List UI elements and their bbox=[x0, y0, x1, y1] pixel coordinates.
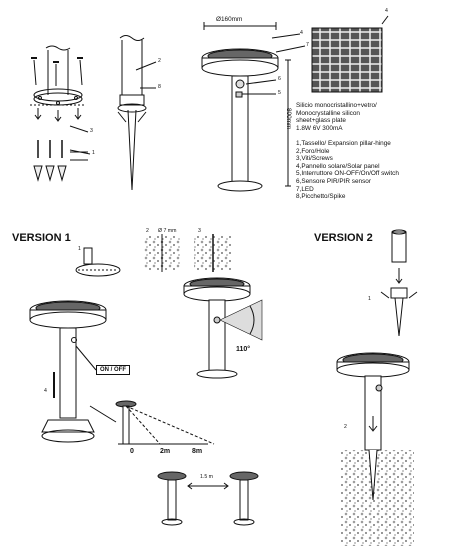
screw-parts bbox=[33, 140, 88, 182]
leader-lines bbox=[69, 15, 389, 155]
v1-lamp-pir-angle bbox=[183, 277, 263, 379]
screws-top bbox=[31, 57, 83, 86]
v2-top-lamp bbox=[391, 229, 407, 284]
anchor-arrows bbox=[30, 104, 86, 122]
pir-angle-label: 110° bbox=[236, 346, 251, 353]
v1-spacing-lamps bbox=[157, 471, 259, 526]
v1-anchor-drawing bbox=[75, 247, 121, 277]
legend-item: 5,Interruttore ON-OFF/On/Off switch bbox=[296, 170, 399, 178]
v1-range-lamp bbox=[89, 400, 215, 445]
distance-0: 0 bbox=[130, 448, 134, 455]
v2-spike bbox=[380, 287, 418, 337]
panel-spec-line: Silicio monocristallino+vetro/ bbox=[296, 102, 377, 109]
legend-item: 3,Viti/Screws bbox=[296, 155, 333, 163]
version2-title: VERSION 2 bbox=[314, 232, 373, 244]
v1-step-2: 2 bbox=[146, 228, 149, 234]
legend-item: 4,Pannello solare/Solar panel bbox=[296, 162, 380, 170]
marker-6: 6 bbox=[278, 76, 281, 82]
v1-step-4: 4 bbox=[44, 388, 47, 394]
marker-4: 4 bbox=[385, 8, 388, 14]
version1-title: VERSION 1 bbox=[12, 232, 71, 244]
v2-lamp-installed bbox=[336, 352, 414, 546]
marker-4b: 4 bbox=[300, 30, 303, 36]
legend-item: 6,Sensore PIR/PIR sensor bbox=[296, 177, 371, 185]
v1-insert-screw bbox=[194, 234, 232, 272]
marker-7: 7 bbox=[306, 42, 309, 48]
v1-lamp-installed bbox=[29, 300, 107, 443]
panel-spec-line: sheet+glass plate bbox=[296, 117, 346, 125]
spike-mount bbox=[117, 35, 147, 191]
v1-drill-hole bbox=[144, 234, 180, 272]
panel-spec-line: Monocrystalline silicon bbox=[296, 109, 360, 117]
spacing-label: 1.5 m bbox=[200, 474, 213, 480]
distance-8m: 8m bbox=[192, 448, 203, 455]
v2-step-2: 2 bbox=[344, 424, 347, 430]
on-off-label: ON / OFF bbox=[96, 365, 130, 375]
marker-8: 8 bbox=[158, 84, 161, 90]
marker-2: 2 bbox=[158, 58, 161, 64]
distance-2m: 2m bbox=[160, 448, 171, 455]
marker-3: 3 bbox=[90, 128, 93, 134]
diameter-label: Ø160mm bbox=[216, 16, 243, 23]
marker-1: 1 bbox=[92, 150, 95, 156]
legend-item: 7,LED bbox=[296, 185, 314, 193]
legend-item: 1,Tassello/ Expansion pillar-hinge bbox=[296, 140, 391, 147]
legend-item: 2,Foro/Hole bbox=[296, 147, 330, 155]
marker-5: 5 bbox=[278, 90, 281, 96]
v1-step-1: 1 bbox=[78, 246, 81, 252]
solar-lamp-dimensioned bbox=[201, 22, 291, 192]
panel-spec: Silicio monocristallino+vetro/ Monocryst… bbox=[296, 102, 377, 132]
panel-spec-line: 1.8W 6V 300mA bbox=[296, 124, 343, 132]
hole-size-label: Ø 7 mm bbox=[158, 228, 177, 234]
pole-with-base-plate bbox=[33, 45, 83, 106]
height-label: 800mm bbox=[285, 108, 292, 130]
v1-step-3: 3 bbox=[198, 228, 201, 234]
v2-step-1: 1 bbox=[368, 296, 371, 302]
solar-cell-inset bbox=[311, 27, 383, 93]
legend-item: 8,Picchetto/Spike bbox=[296, 193, 346, 201]
legend: 1,Tassello/ Expansion pillar-hinge 2,For… bbox=[296, 140, 399, 201]
